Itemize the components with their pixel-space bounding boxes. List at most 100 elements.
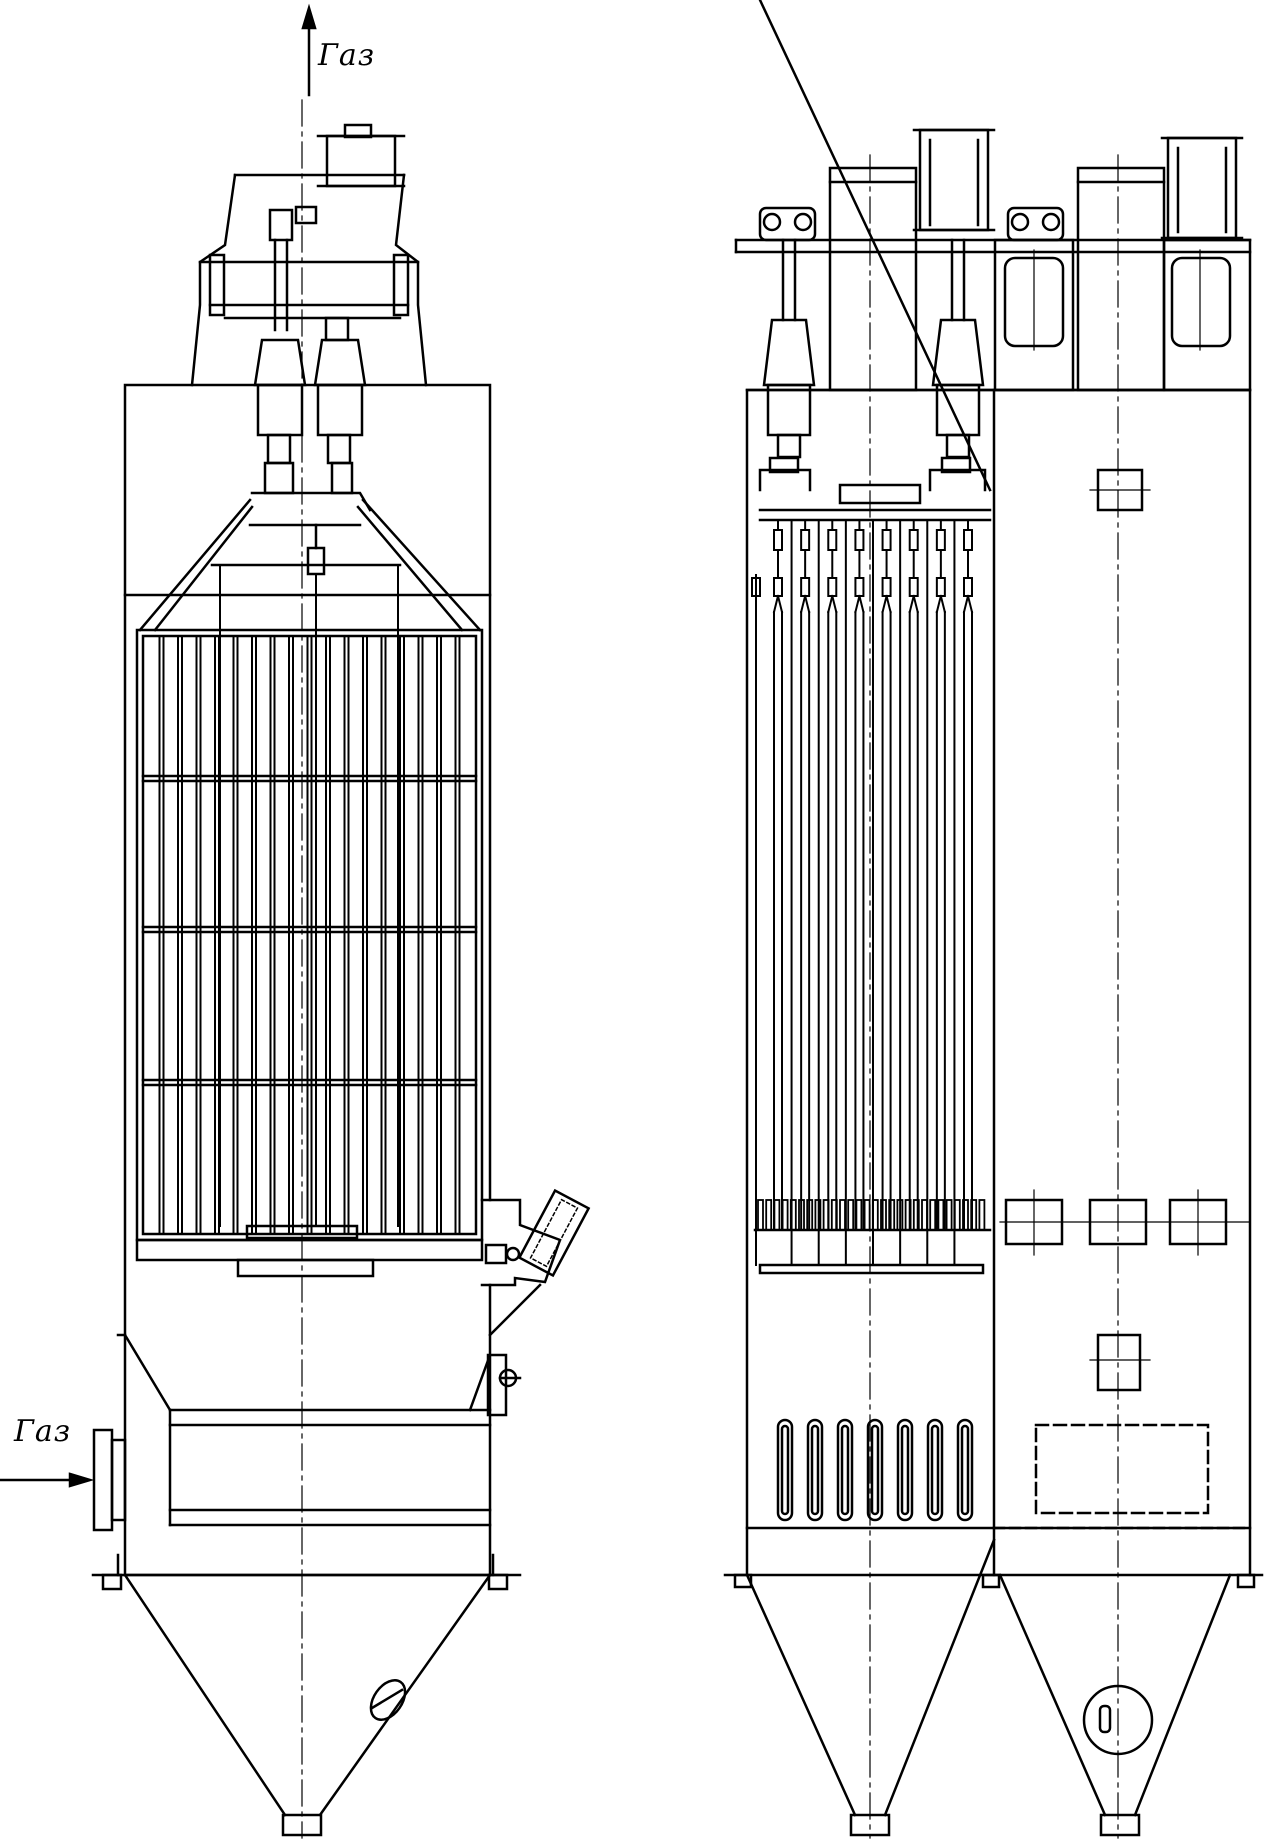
right-side-view [723,0,1264,1839]
electrode-clamp [854,577,865,597]
insulator-assembly-right [313,316,367,495]
hopper-right-1 [745,1538,996,1837]
gas-distribution-slots [776,1418,974,1522]
support-legs [91,1553,522,1591]
bottom-plate [753,1228,992,1275]
comb-tooth [830,1199,838,1231]
electrode-taper [966,594,974,614]
comb-tooth [978,1199,986,1231]
comb-tooth [822,1199,830,1231]
electrode-taper [831,594,838,614]
electrode-taper [854,594,861,614]
comb-tooth [904,1199,912,1231]
comb-tooth [855,1199,863,1231]
comb-tooth [781,1199,789,1231]
support-legs-right [723,1526,1264,1589]
slot-opening [776,1418,794,1522]
electrode-hanger [963,529,973,551]
upper-chamber [123,383,492,597]
slot-opening [896,1418,914,1522]
comb-tooth [847,1199,855,1231]
electrode-hanger [773,529,783,551]
electrode-suspension [138,491,482,632]
comb-tooth [863,1199,871,1231]
insulator-right-1 [762,238,816,459]
main-body [745,388,1252,1530]
slot-opening [866,1418,884,1522]
side-housings [993,238,1252,392]
electrode-clamp [773,577,783,597]
electrode-clamp [827,577,838,597]
inlet-opening-dashed [1034,1423,1210,1515]
hatch-upper [1089,468,1151,512]
inlet-nozzle [0,1428,127,1532]
outlet-nozzle-1 [912,128,996,232]
left-side-view [0,3,591,1839]
electrode-hanger [881,529,892,551]
gas-inlet-label: Газ [14,1414,72,1449]
electrode-frame [135,628,484,1242]
slot-opening [956,1418,974,1522]
electrode-taper [881,594,888,614]
comb-tooth [773,1199,781,1231]
inspection-hatch [480,1188,591,1287]
electrode-clamp [963,577,973,597]
comb-tooth [937,1199,945,1231]
electrode-clamp [881,577,892,597]
top-housing [190,173,428,387]
hatch-lower [1089,1333,1151,1392]
tower-block-1 [828,166,918,392]
electrode-hanger [854,529,865,551]
hopper-right-2 [998,1573,1232,1837]
discharge-electrodes [751,519,974,1266]
comb-tooth [962,1199,969,1231]
slot-opening-inner [930,1424,940,1516]
comb-tooth [789,1199,797,1231]
comb-tooth [953,1199,961,1231]
collecting-electrodes [158,564,461,1235]
hopper [123,1573,492,1837]
hatch-row [999,1189,1251,1256]
electrode-hanger [800,529,811,551]
slot-opening-inner [810,1424,820,1516]
slot-opening-inner [960,1424,970,1516]
comb-tooth [945,1199,953,1231]
edge-clamp [751,577,761,597]
electrode-taper [912,594,919,614]
electrode-clamp [908,577,919,597]
insulator-right-2 [931,238,985,459]
comb-tooth [839,1199,846,1231]
electrode-hanger [908,529,919,551]
comb-tooth [929,1199,937,1231]
gas-outlet-arrow [301,3,317,97]
slot-opening-inner [840,1424,850,1516]
electrode-clamp [800,577,811,597]
electrode-taper [776,594,784,614]
gas-distribution-section [168,1353,522,1527]
tower-block-2 [1076,166,1166,392]
comb-tooth [757,1199,764,1231]
comb-tooth [888,1199,896,1231]
slot-opening-inner [870,1424,880,1516]
electrode-taper [939,594,947,614]
comb-tooth [970,1199,978,1231]
slot-opening [806,1418,824,1522]
electrode-taper [827,594,834,614]
electrode-taper [935,594,943,614]
electrode-taper [858,594,865,614]
slot-opening-inner [780,1424,790,1516]
electrode-taper [799,594,807,614]
slot-opening [926,1418,944,1522]
electrode-taper [772,594,780,614]
slot-opening-inner [900,1424,910,1516]
comb-tooth [912,1199,920,1231]
electrode-hanger [827,529,838,551]
comb-tooth [871,1199,879,1231]
frame-bottom [135,1224,484,1278]
insulator-assembly-left [253,205,318,495]
outlet-nozzle-2 [1160,136,1244,240]
comb-tooth [765,1199,773,1231]
electrode-taper [885,594,892,614]
slot-opening [836,1418,854,1522]
